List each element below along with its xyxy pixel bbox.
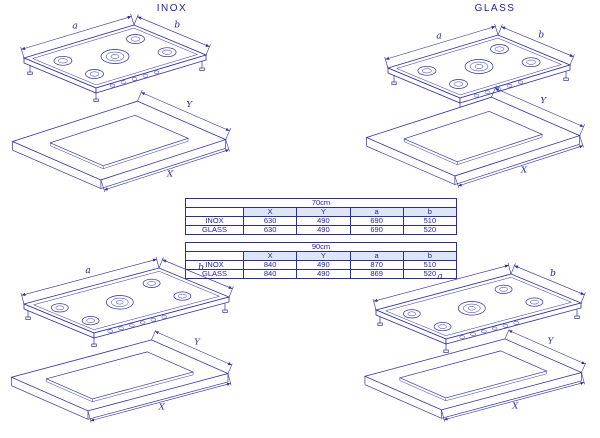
hob-70-glass-drawing: a b	[384, 23, 575, 112]
dim-x-label: X	[511, 400, 519, 410]
value-x: 630	[242, 216, 298, 226]
dim-x-label: X	[158, 401, 166, 411]
dim-x-label: X	[166, 169, 174, 179]
row-label: GLASS	[185, 225, 244, 235]
glass-title: GLASS	[474, 3, 516, 14]
dim-a-label: a	[85, 266, 90, 276]
dim-a-label: a	[436, 32, 441, 42]
value-y: 490	[296, 269, 351, 279]
col-header-y: Y	[296, 207, 351, 217]
table-corner-cell	[185, 207, 244, 217]
dim-y-label: Y	[186, 100, 193, 110]
dim-b-label: b	[550, 269, 556, 279]
row-label: INOX	[185, 216, 244, 226]
dim-b-label: b	[198, 263, 204, 273]
value-a: 690	[349, 225, 404, 235]
value-y: 490	[296, 216, 351, 226]
dim-b-label: b	[538, 31, 544, 41]
table-70cm: 70cm X Y a b INOX 630 490 690 510 GLASS …	[185, 198, 458, 235]
value-b: 520	[402, 225, 458, 235]
col-header-b: b	[402, 207, 458, 217]
dim-a-label: a	[437, 272, 442, 282]
table-70-title: 70cm	[185, 198, 457, 208]
dimension-tables: 70cm X Y a b INOX 630 490 690 510 GLASS …	[185, 198, 458, 286]
dim-x-label: X	[520, 165, 528, 175]
table-90-title: 90cm	[185, 242, 457, 252]
value-x: 840	[242, 269, 298, 279]
value-x: 630	[242, 225, 298, 235]
table-row: GLASS 630 490 690 520	[185, 225, 458, 235]
dim-y-label: Y	[540, 96, 547, 106]
col-header-x: X	[242, 207, 298, 217]
hob-90-glass-drawing: a b	[372, 262, 586, 353]
value-b: 510	[402, 216, 458, 226]
dim-y-label: Y	[194, 336, 201, 346]
dim-y-label: Y	[548, 335, 555, 345]
dim-b-label: b	[174, 21, 180, 31]
value-a: 690	[349, 216, 404, 226]
inox-title: INOX	[156, 3, 188, 14]
value-x: 840	[242, 260, 298, 270]
table-row: INOX 630 490 690 510	[185, 216, 458, 226]
worktop-cutout-90-right-drawing: X Y	[363, 329, 587, 422]
value-y: 490	[296, 260, 351, 270]
col-header-y: Y	[296, 251, 351, 261]
col-header-a: a	[349, 207, 404, 217]
worktop-cutout-70-right-drawing: X Y	[365, 85, 585, 188]
value-y: 490	[296, 225, 351, 235]
worktop-cutout-90-left-drawing: X Y	[10, 330, 233, 423]
hob-70-inox-drawing: a b	[20, 13, 211, 102]
col-header-x: X	[242, 251, 298, 261]
hob-90-inox-drawing: a b	[20, 256, 234, 347]
worktop-cutout-70-left-drawing: X Y	[11, 89, 231, 192]
dim-a-label: a	[72, 22, 77, 32]
